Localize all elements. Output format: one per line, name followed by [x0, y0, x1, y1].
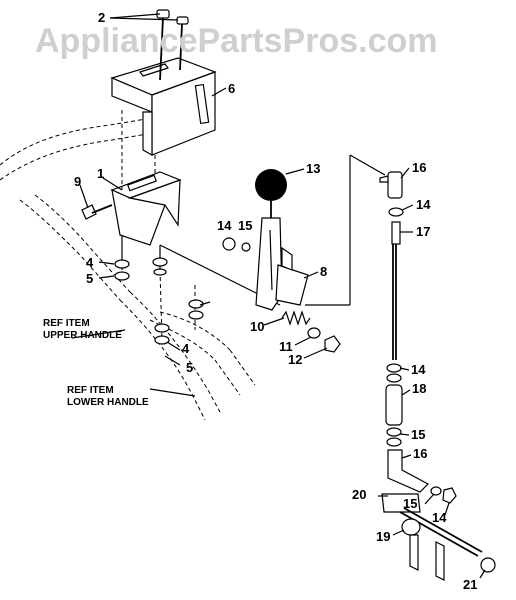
shift-lever [255, 169, 309, 311]
callout-4-right: 4 [182, 341, 190, 356]
callout-15-mid: 15 [411, 427, 425, 442]
callout-14-mid: 14 [411, 362, 426, 377]
watermark: AppliancePartsPros.com [35, 22, 437, 60]
callout-18: 18 [412, 381, 426, 396]
callout-20: 20 [352, 487, 366, 502]
callout-4-left: 4 [86, 255, 94, 270]
ref-lower-line2: LOWER HANDLE [67, 397, 149, 408]
callout-2: 2 [98, 10, 105, 25]
callout-19: 19 [376, 529, 390, 544]
callout-16-bottom: 16 [413, 446, 427, 461]
callout-5-left: 5 [86, 271, 93, 286]
callout-labels: 2 6 1 9 4 5 4 5 13 14 15 8 10 11 12 16 1… [74, 10, 477, 592]
shift-rod [379, 171, 496, 581]
ref-lower-line1: REF ITEM [67, 385, 114, 396]
ref-upper-line1: REF ITEM [43, 318, 90, 329]
callout-11: 11 [279, 339, 293, 354]
ref-upper-line2: UPPER HANDLE [43, 330, 122, 341]
leader-lines [71, 13, 486, 579]
callout-14-upper: 14 [416, 197, 431, 212]
upper-bracket [110, 57, 217, 157]
callout-13: 13 [306, 161, 320, 176]
callout-14-low: 14 [432, 510, 447, 525]
screw-9 [81, 204, 113, 220]
left-washers [114, 257, 204, 345]
callout-1: 1 [97, 166, 104, 181]
callout-17: 17 [416, 224, 430, 239]
callout-21: 21 [463, 577, 477, 592]
callout-12: 12 [288, 352, 302, 367]
callout-15-lever: 15 [238, 218, 252, 233]
callout-8: 8 [320, 264, 327, 279]
callout-10: 10 [250, 319, 264, 334]
callout-14-lever: 14 [217, 218, 232, 233]
callout-16-top: 16 [412, 160, 426, 175]
callout-5-right: 5 [186, 360, 193, 375]
ref-labels: REF ITEM UPPER HANDLE REF ITEM LOWER HAN… [43, 318, 149, 408]
lower-bracket [110, 171, 182, 246]
callout-6: 6 [228, 81, 235, 96]
lever-hardware [222, 237, 341, 353]
callout-9: 9 [74, 174, 81, 189]
callout-15-low: 15 [403, 496, 417, 511]
